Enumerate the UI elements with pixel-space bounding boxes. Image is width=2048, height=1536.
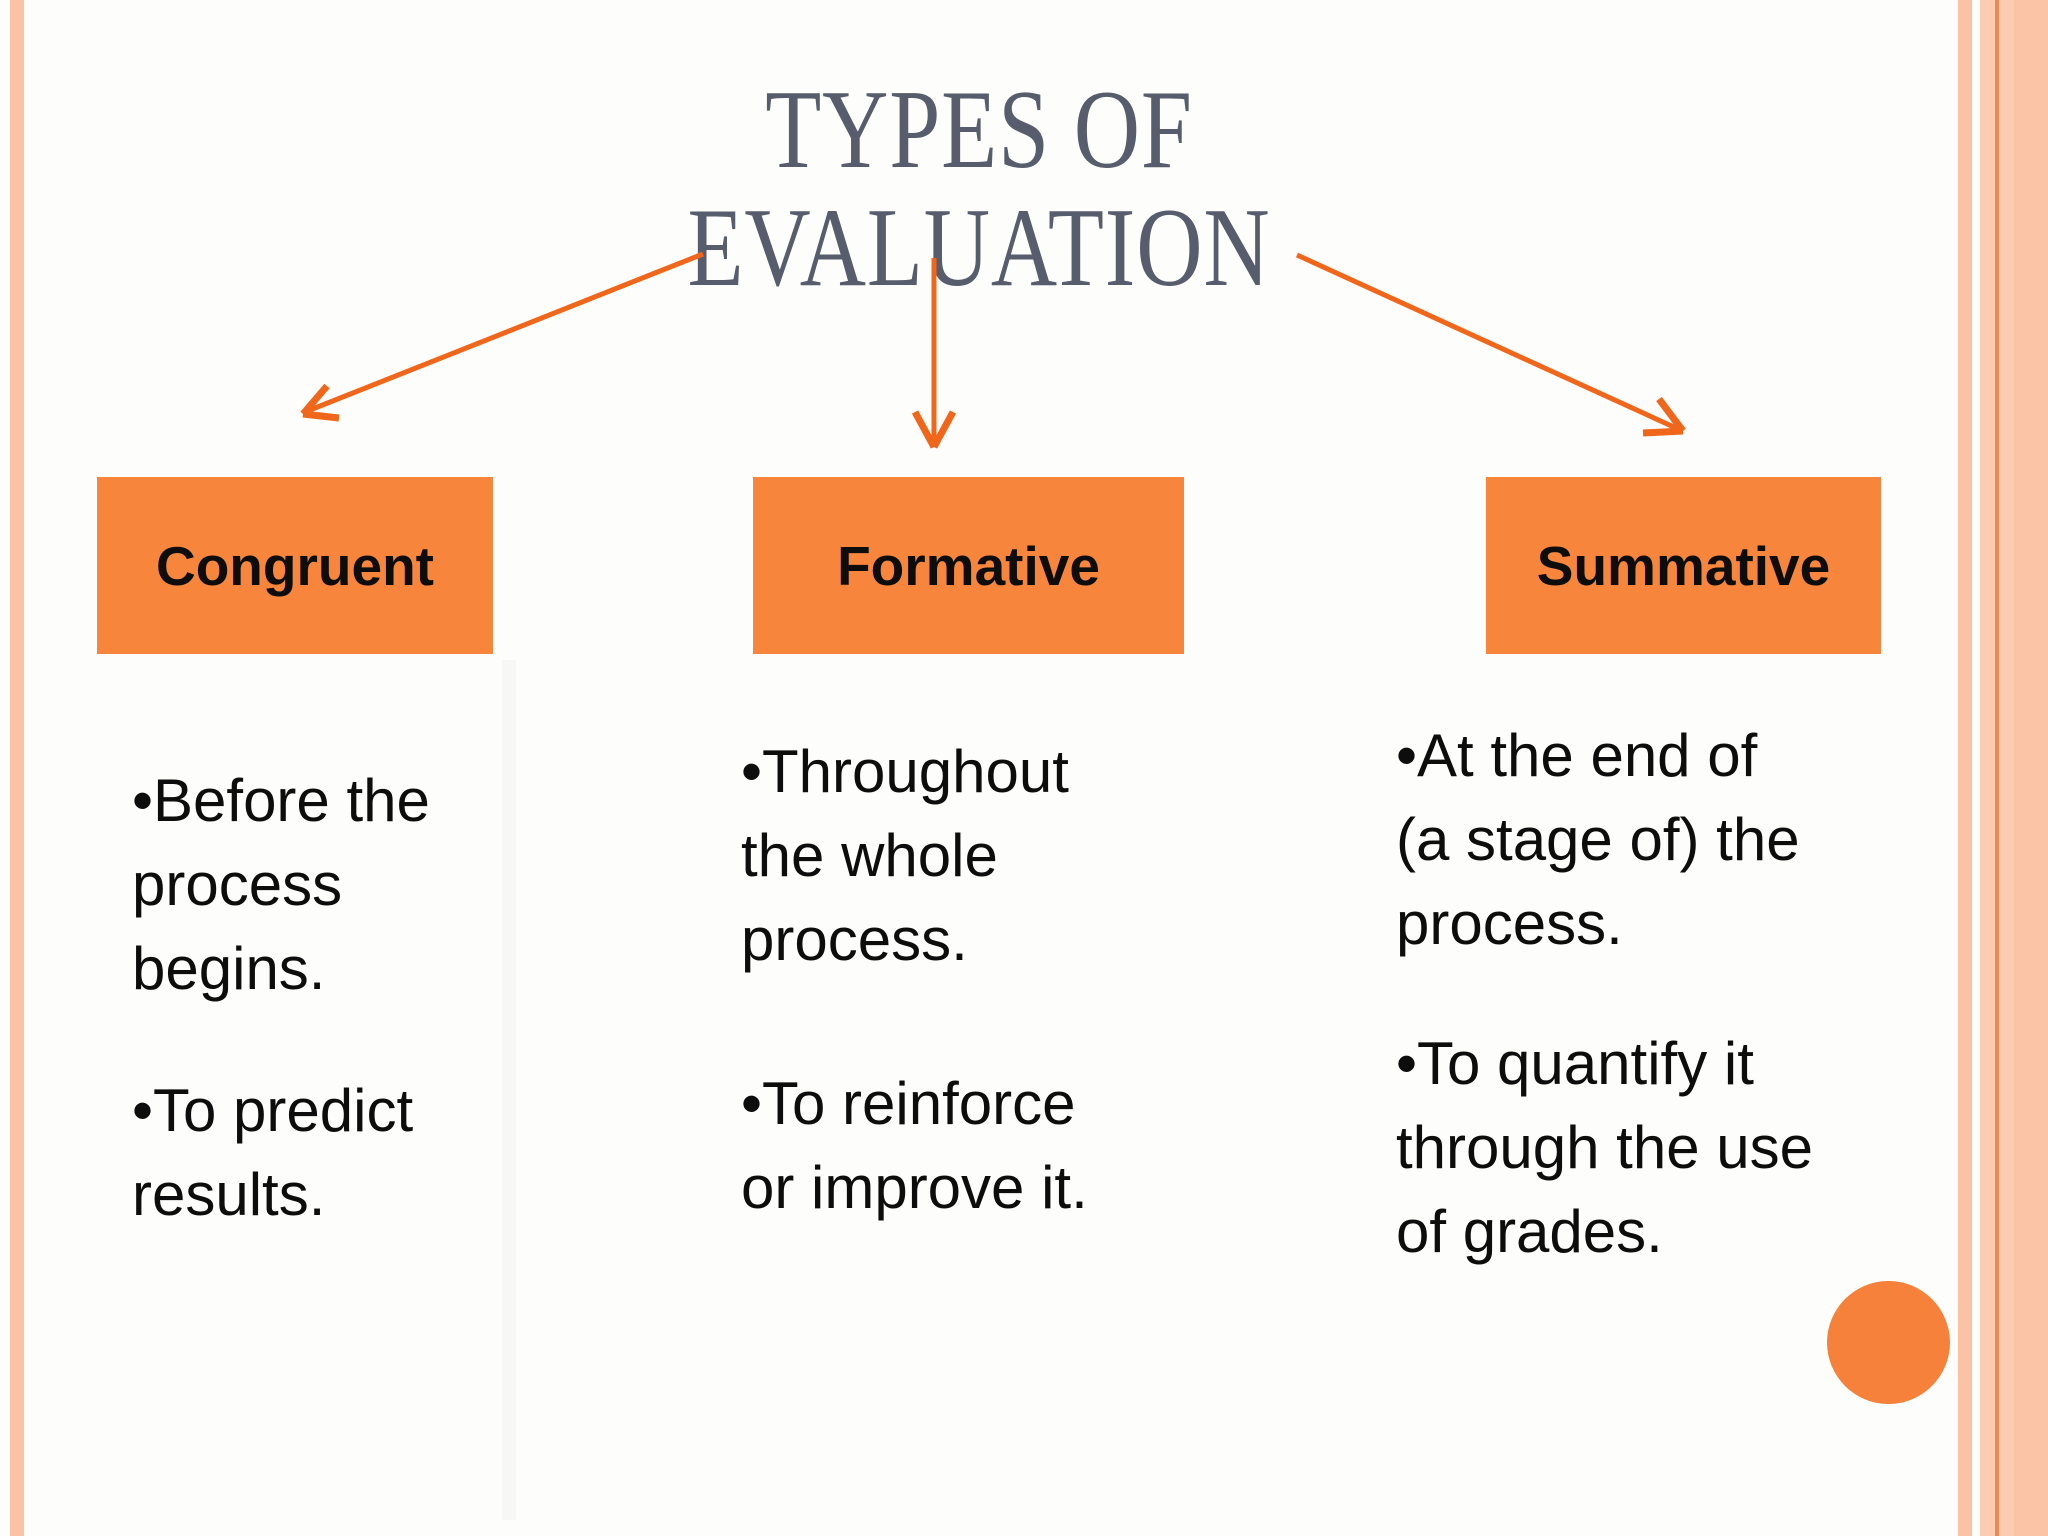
bullet-line: the whole [741,822,998,889]
right-border-stripe-inner [1958,0,1972,1536]
background-shading [502,660,516,1520]
bullet-line: •To reinforce [741,1070,1076,1137]
bullet-summative-2: •To quantify it through the use of grade… [1396,1022,1906,1274]
right-border-band-outer [2014,0,2048,1536]
bullet-line: process [132,851,343,918]
arrow-to-summative [1295,252,1686,437]
bullet-line: begins. [132,935,326,1002]
arrow-to-formative [911,258,957,449]
bullet-line: process. [741,906,968,973]
bullet-line: •To quantify it [1396,1030,1754,1097]
bullet-formative-1: •Throughout the whole process. [741,730,1211,982]
bullet-line: (a stage of) the [1396,806,1800,873]
right-border-accent-line [1995,0,1999,1536]
bullet-formative-2: •To reinforce or improve it. [741,1062,1211,1230]
category-box-congruent: Congruent [97,477,493,654]
bullet-line: of grades. [1396,1198,1663,1265]
category-label-formative: Formative [837,534,1100,597]
bullet-line: results. [132,1161,326,1228]
title-line-1: TYPES OF [765,68,1193,192]
notes-formative: •Throughout the whole process. •To reinf… [741,730,1211,1230]
bullet-line: •At the end of [1396,722,1758,789]
notes-congruent: •Before the process begins. •To predict … [132,759,542,1237]
bullet-line: •To predict [132,1077,414,1144]
category-box-formative: Formative [753,477,1184,654]
bullet-line: process. [1396,890,1623,957]
category-label-summative: Summative [1536,534,1831,597]
bullet-line: or improve it. [741,1154,1088,1221]
bullet-congruent-2: •To predict results. [132,1069,542,1237]
left-border-stripe [10,0,24,1536]
bullet-line: through the use [1396,1114,1813,1181]
title-line-2: EVALUATION [687,186,1271,310]
slide-title: TYPES OF EVALUATION [176,71,1782,307]
bullet-line: •Throughout [741,738,1069,805]
decorative-circle [1827,1281,1950,1404]
bullet-summative-1: •At the end of (a stage of) the process. [1396,714,1906,966]
arrow-to-congruent [300,251,704,422]
bullet-line: •Before the [132,767,430,834]
notes-summative: •At the end of (a stage of) the process.… [1396,714,1906,1274]
category-box-summative: Summative [1486,477,1881,654]
bullet-congruent-1: •Before the process begins. [132,759,542,1011]
category-label-congruent: Congruent [155,534,434,597]
